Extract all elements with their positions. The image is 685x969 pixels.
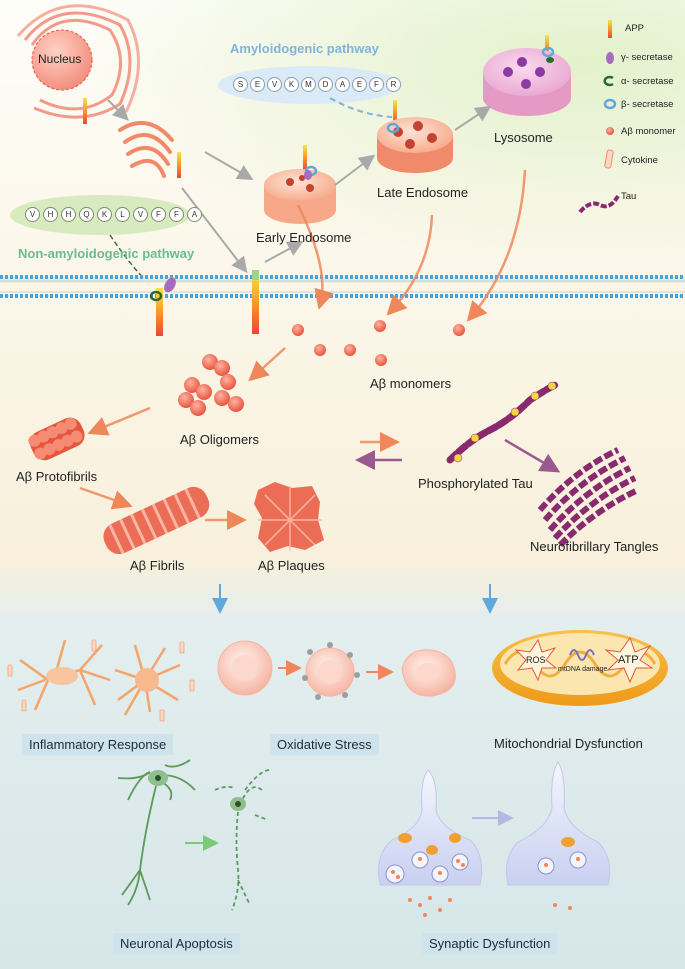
- healthy-synapse-icon: [378, 769, 483, 917]
- legend-cytokine-label: Cytokine: [621, 155, 658, 166]
- cytokine-icon: [604, 149, 614, 169]
- sequence-residue: M: [301, 77, 316, 92]
- app-membrane-icon: [252, 272, 259, 334]
- sequence-residue: E: [352, 77, 367, 92]
- mtdna-damage-label: mtDNA damage: [558, 666, 608, 673]
- cytokine-scatter: [7, 639, 195, 722]
- legend-icons: [578, 20, 620, 214]
- abeta-plaques-icon: [254, 482, 324, 552]
- background-wash: [0, 0, 685, 300]
- abeta-oligomers-label: Aβ Oligomers: [180, 432, 259, 447]
- sequence-residue: H: [61, 207, 76, 222]
- alpha-secretase-icon: [603, 75, 614, 87]
- sequence-residue: V: [25, 207, 40, 222]
- nucleus-icon: [31, 29, 93, 91]
- legend-alpha-label: α- secretase: [621, 76, 674, 87]
- beta-secretase-icon: [603, 98, 617, 110]
- oxidative-stress-box: Oxidative Stress: [270, 734, 379, 755]
- aggregation-arrows: [79, 169, 527, 530]
- tau-icon: [578, 194, 620, 214]
- app-icon: [608, 20, 612, 38]
- sequence-residue: V: [267, 77, 282, 92]
- sequence-residue: K: [284, 77, 299, 92]
- sequence-residue: V: [133, 207, 148, 222]
- mitochondrion-icon: [492, 630, 668, 706]
- sequence-residue: L: [115, 207, 130, 222]
- sequence-residue: R: [386, 77, 401, 92]
- tangles-label: Neurofibrillary Tangles: [530, 539, 659, 554]
- secretase-icons: [149, 46, 555, 302]
- legend-app-label: APP: [625, 23, 645, 34]
- sequence-residue: K: [97, 207, 112, 222]
- nucleus-er-complex: [16, 4, 140, 119]
- abeta-monomers: [292, 320, 465, 366]
- inflammatory-response-box: Inflammatory Response: [22, 734, 174, 755]
- phosphorylated-tau-icon: [446, 381, 559, 464]
- sequence-residue: A: [187, 207, 202, 222]
- mitochondrial-dysfunction-label: Mitochondrial Dysfunction: [494, 736, 643, 751]
- legend-beta-label: β- secretase: [621, 99, 674, 110]
- stressed-cell-icon: [302, 642, 360, 700]
- golgi-icon: [118, 121, 174, 178]
- cell-membrane: [0, 275, 685, 298]
- neurofibrillary-tangles-icon: [537, 447, 640, 548]
- gamma-secretase-icon: [606, 52, 614, 64]
- abeta-monomers-label: Aβ monomers: [370, 376, 452, 391]
- synaptic-dysfunction-box: Synaptic Dysfunction: [422, 933, 558, 954]
- early-endosome-icon: [264, 169, 336, 224]
- apoptotic-neuron-icon: [214, 769, 271, 911]
- sequence-residue: F: [151, 207, 166, 222]
- astrocyte-icon: [114, 644, 181, 716]
- abeta-protofibrils-icon: [28, 417, 85, 461]
- trafficking-arrows: [107, 99, 492, 274]
- phosphorylated-tau-label: Phosphorylated Tau: [418, 476, 533, 491]
- app-membrane-icon: [156, 288, 163, 336]
- app-icon: [83, 98, 87, 124]
- app-icon: [303, 145, 307, 170]
- atp-label: ATP: [618, 654, 639, 666]
- healthy-cell-icon: [217, 640, 273, 696]
- legend-tau-label: Tau: [621, 191, 637, 202]
- nucleus-label: Nucleus: [38, 52, 82, 66]
- sequence-residue: A: [335, 77, 350, 92]
- abeta-plaques-label: Aβ Plaques: [258, 558, 325, 573]
- early-endosome-label: Early Endosome: [256, 230, 352, 245]
- abeta-fibrils-label: Aβ Fibrils: [130, 558, 185, 573]
- abeta-fibrils-icon: [103, 486, 210, 555]
- microglia-icon: [17, 639, 111, 711]
- legend-monomer-label: Aβ monomer: [621, 126, 676, 137]
- sequence-residue: F: [169, 207, 184, 222]
- non-amyloidogenic-pathway-label: Non-amyloidogenic pathway: [18, 246, 195, 261]
- sequence-residue: Q: [79, 207, 94, 222]
- abeta-oligomers-icon: [178, 354, 244, 416]
- healthy-neuron-icon: [117, 759, 196, 906]
- sequence-residue: F: [369, 77, 384, 92]
- app-icon: [177, 152, 181, 178]
- lysosome-icon: [483, 48, 571, 116]
- sequence-residue: S: [233, 77, 248, 92]
- sequence-residue: H: [43, 207, 58, 222]
- dysfunctional-synapse-icon: [505, 761, 611, 910]
- app-icon: [393, 100, 397, 124]
- sequence-residue: E: [250, 77, 265, 92]
- amyloidogenic-pathway-label: Amyloidogenic pathway: [230, 41, 379, 56]
- abeta-protofibrils-label: Aβ Protofibrils: [16, 469, 98, 484]
- legend-gamma-label: γ- secretase: [621, 52, 673, 63]
- ros-label: ROS: [526, 655, 546, 665]
- late-endosome-label: Late Endosome: [377, 185, 469, 200]
- lysosome-label: Lysosome: [494, 130, 553, 145]
- abeta-monomer-icon: [606, 127, 614, 135]
- sequence-residue: D: [318, 77, 333, 92]
- neuronal-apoptosis-box: Neuronal Apoptosis: [113, 933, 240, 954]
- damaged-cell-icon: [401, 649, 456, 697]
